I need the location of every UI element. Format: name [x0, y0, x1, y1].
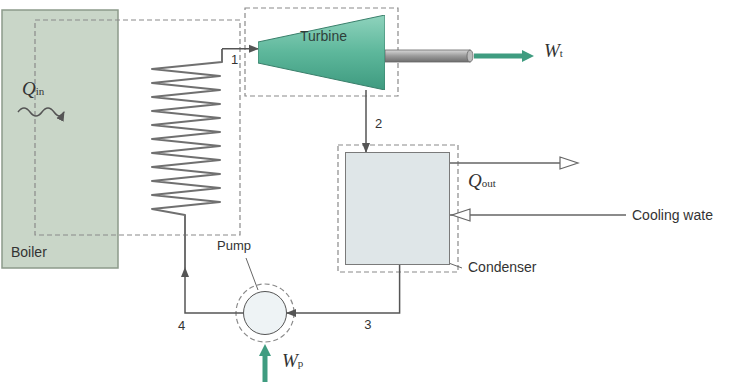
boiler-box: Boiler — [2, 10, 222, 268]
state-number: 1 — [230, 53, 239, 67]
leader-line — [246, 258, 258, 290]
boiler-coil — [152, 49, 222, 268]
flow-line — [287, 265, 400, 313]
heat-symbol: Qout — [468, 170, 496, 192]
heat-symbol: Qin — [22, 78, 44, 100]
state-number: 3 — [363, 318, 372, 332]
heat-arrow — [18, 108, 64, 116]
boiler-housing — [2, 10, 118, 268]
turbine-shaft — [385, 50, 470, 62]
stream-label: Cooling wate — [632, 207, 713, 223]
node-label: Boiler — [11, 244, 47, 260]
shaft-end — [467, 50, 473, 62]
control-volume — [236, 284, 294, 342]
node-label: Pump — [217, 238, 251, 253]
work-arrow — [474, 54, 528, 59]
flow-line — [222, 48, 258, 50]
work-symbol: Wt — [544, 40, 563, 62]
hollow-arrowhead — [560, 157, 578, 169]
flow-line — [365, 90, 367, 152]
work-arrow — [263, 350, 268, 382]
state-number: 2 — [374, 117, 383, 131]
pump-circle: Pump — [243, 291, 287, 335]
node-label: Turbine — [300, 28, 347, 44]
control-volume — [338, 145, 458, 272]
flow-line — [185, 268, 243, 313]
work-symbol: Wp — [282, 350, 303, 372]
hollow-arrowhead — [452, 209, 470, 221]
condenser-box: Condenser — [345, 152, 450, 265]
turbine-outline — [258, 15, 385, 90]
control-volume — [245, 8, 398, 96]
turbine-shape: Turbine — [258, 15, 385, 90]
node-label: Condenser — [468, 259, 537, 275]
state-number: 4 — [177, 319, 186, 333]
